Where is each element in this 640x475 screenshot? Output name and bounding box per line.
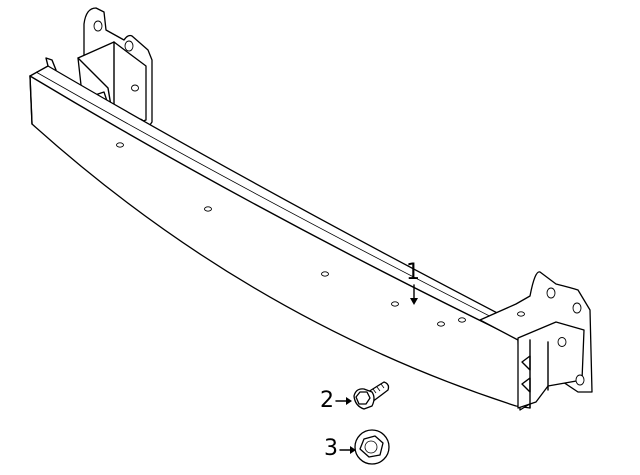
bolt [335, 381, 390, 410]
left-bracket [77, 7, 153, 137]
right-bracket [479, 271, 593, 411]
callout-2-label: 2 [320, 388, 334, 413]
callout-1-label: 1 [406, 260, 420, 285]
callout-3-label: 3 [324, 436, 338, 461]
nut [339, 429, 390, 465]
reinforcement-beam [29, 57, 531, 409]
